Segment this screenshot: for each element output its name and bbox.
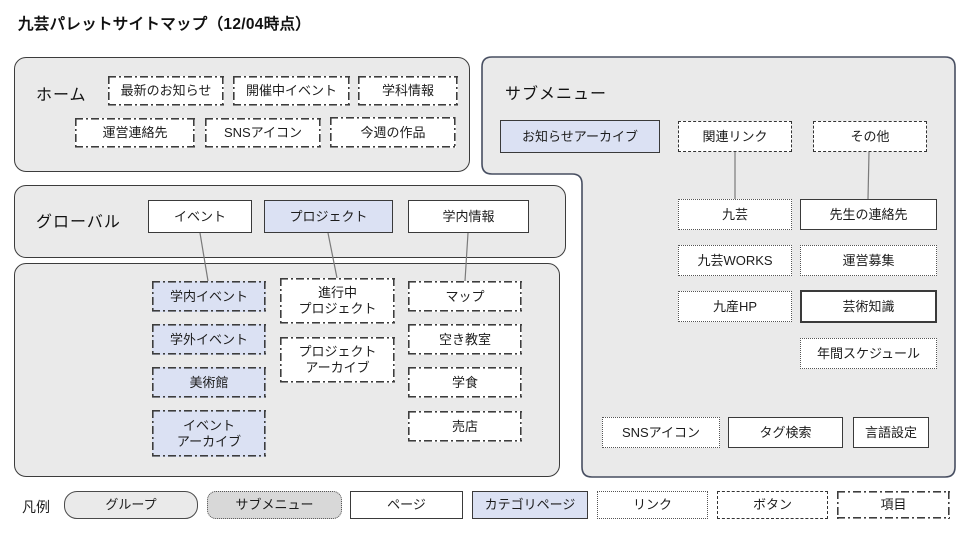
node-events: イベント [148,200,252,233]
node-others: その他 [813,121,927,152]
node-related-links: 関連リンク [678,121,792,152]
node-kyugei-works: 九芸WORKS [678,245,792,276]
legend-button: ボタン [717,491,828,519]
node-campus-info: 学内情報 [408,200,529,233]
node-language-settings: 言語設定 [853,417,929,448]
node-teacher-contacts: 先生の連絡先 [800,199,937,230]
node-department-info: 学科情報 [358,76,458,106]
node-projects: プロジェクト [264,200,393,233]
global-group-label: グローバル [36,214,121,231]
node-news-archive: お知らせアーカイブ [500,120,660,153]
node-museum: 美術館 [152,367,266,398]
node-sns-icons-submenu: SNSアイコン [602,417,720,448]
node-off-campus-events: 学外イベント [152,324,266,355]
node-annual-schedule: 年間スケジュール [800,338,937,369]
node-on-campus-events: 学内イベント [152,281,266,312]
node-map: マップ [408,281,522,312]
node-event-archive: イベント アーカイブ [152,410,266,457]
node-cafeteria: 学食 [408,367,522,398]
legend-submenu: サブメニュー [207,491,342,519]
node-kysan-hp: 九産HP [678,291,792,322]
legend-group: グループ [64,491,198,519]
node-ongoing-projects: 進行中 プロジェクト [280,278,395,324]
legend-link: リンク [597,491,708,519]
node-kyugei: 九芸 [678,199,792,230]
connector-line [867,151,870,200]
node-shop: 売店 [408,411,522,442]
node-weekly-works: 今週の作品 [330,117,456,148]
node-admin-contact: 運営連絡先 [75,118,195,148]
node-vacant-classrooms: 空き教室 [408,324,522,355]
node-sns-icons: SNSアイコン [205,118,321,148]
node-staff-recruitment: 運営募集 [800,245,937,276]
node-tag-search: タグ検索 [728,417,843,448]
legend-page: ページ [350,491,463,519]
node-project-archive: プロジェクト アーカイブ [280,337,395,383]
legend-category-page: カテゴリページ [472,491,588,519]
connector-line [464,232,469,282]
connector-line [199,232,209,282]
legend-label: 凡例 [22,499,50,515]
node-art-knowledge: 芸術知識 [800,290,937,323]
node-ongoing-events: 開催中イベント [233,76,350,106]
submenu-group-label: サブメニュー [505,86,608,103]
connector-line [327,232,338,279]
legend-item: 項目 [837,491,950,519]
page-title: 九芸パレットサイトマップ（12/04時点） [18,16,312,33]
node-latest-news: 最新のお知らせ [108,76,224,106]
home-group-label: ホーム [36,87,87,104]
